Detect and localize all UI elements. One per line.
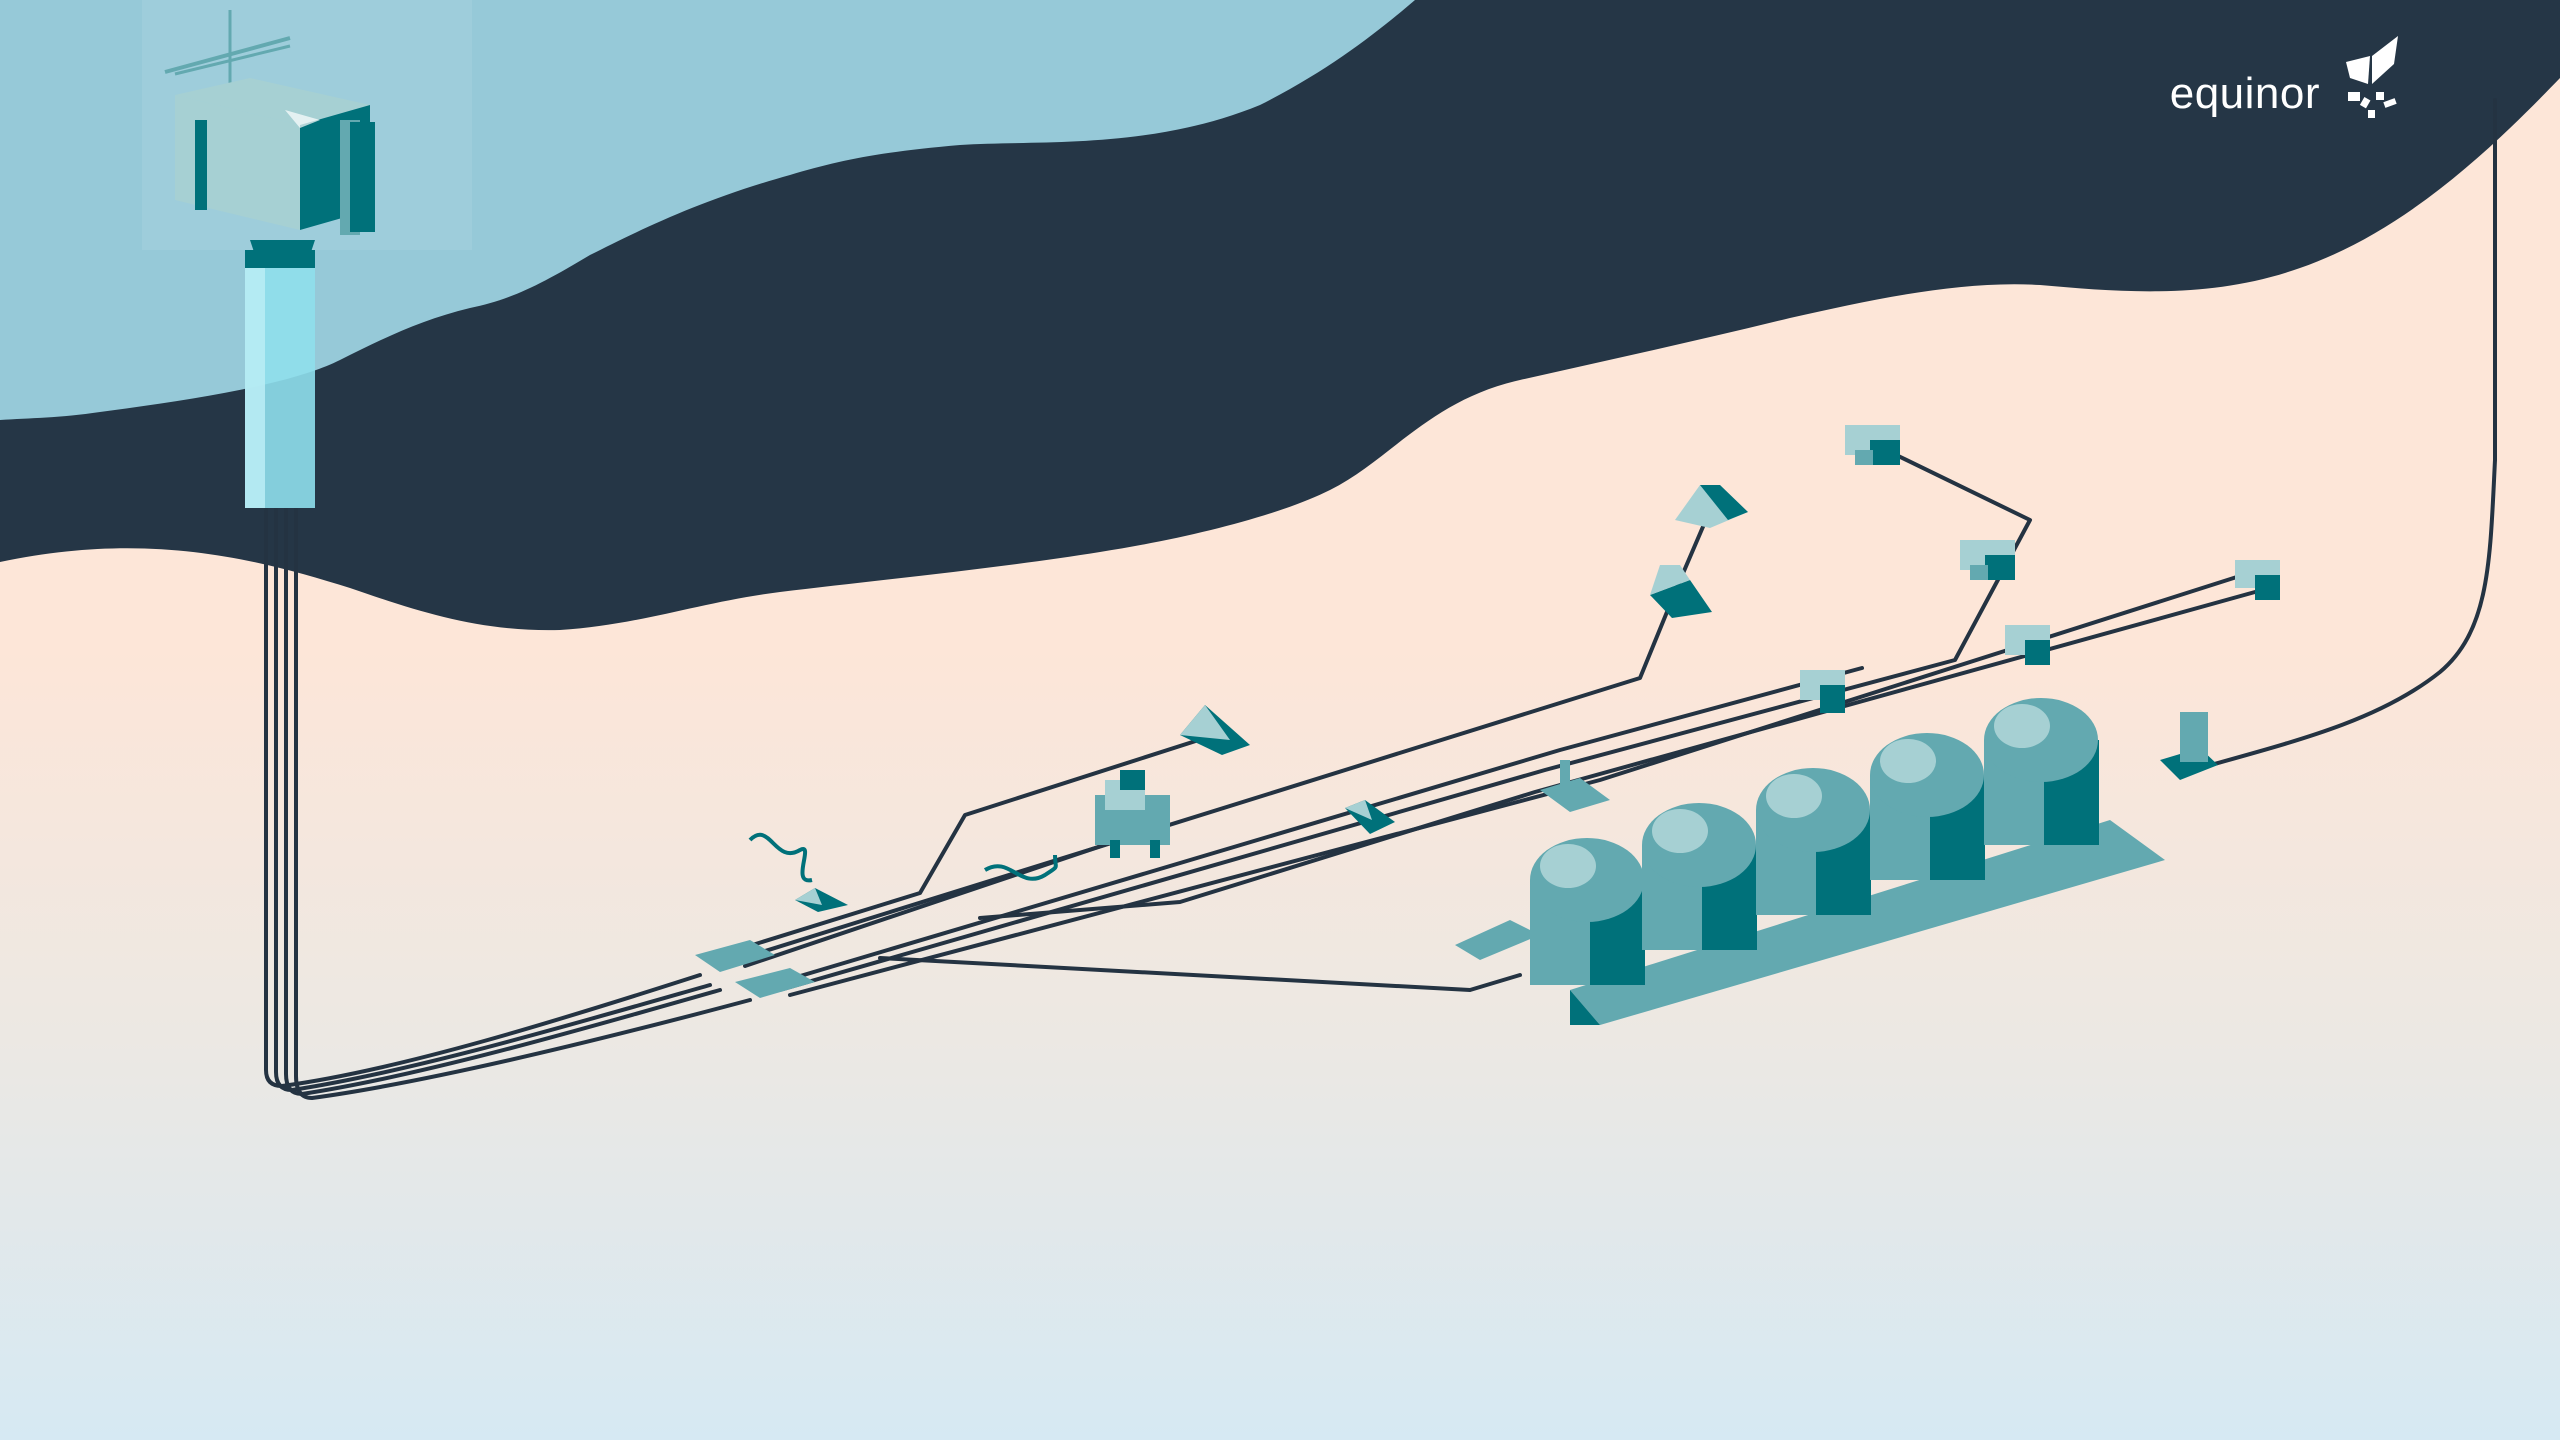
tank-2: [1642, 803, 1757, 950]
tank-3: [1756, 768, 1871, 915]
tank-5: [1984, 698, 2099, 845]
riser-column: [245, 250, 315, 508]
brand-wordmark: equinor: [2170, 72, 2320, 124]
equinor-star-logo-icon: [2332, 34, 2422, 124]
tank-1: [1530, 838, 1645, 985]
tank-4: [1870, 733, 1985, 880]
equinor-logo: equinor: [2170, 34, 2422, 124]
floating-platform-icon: [142, 0, 472, 255]
